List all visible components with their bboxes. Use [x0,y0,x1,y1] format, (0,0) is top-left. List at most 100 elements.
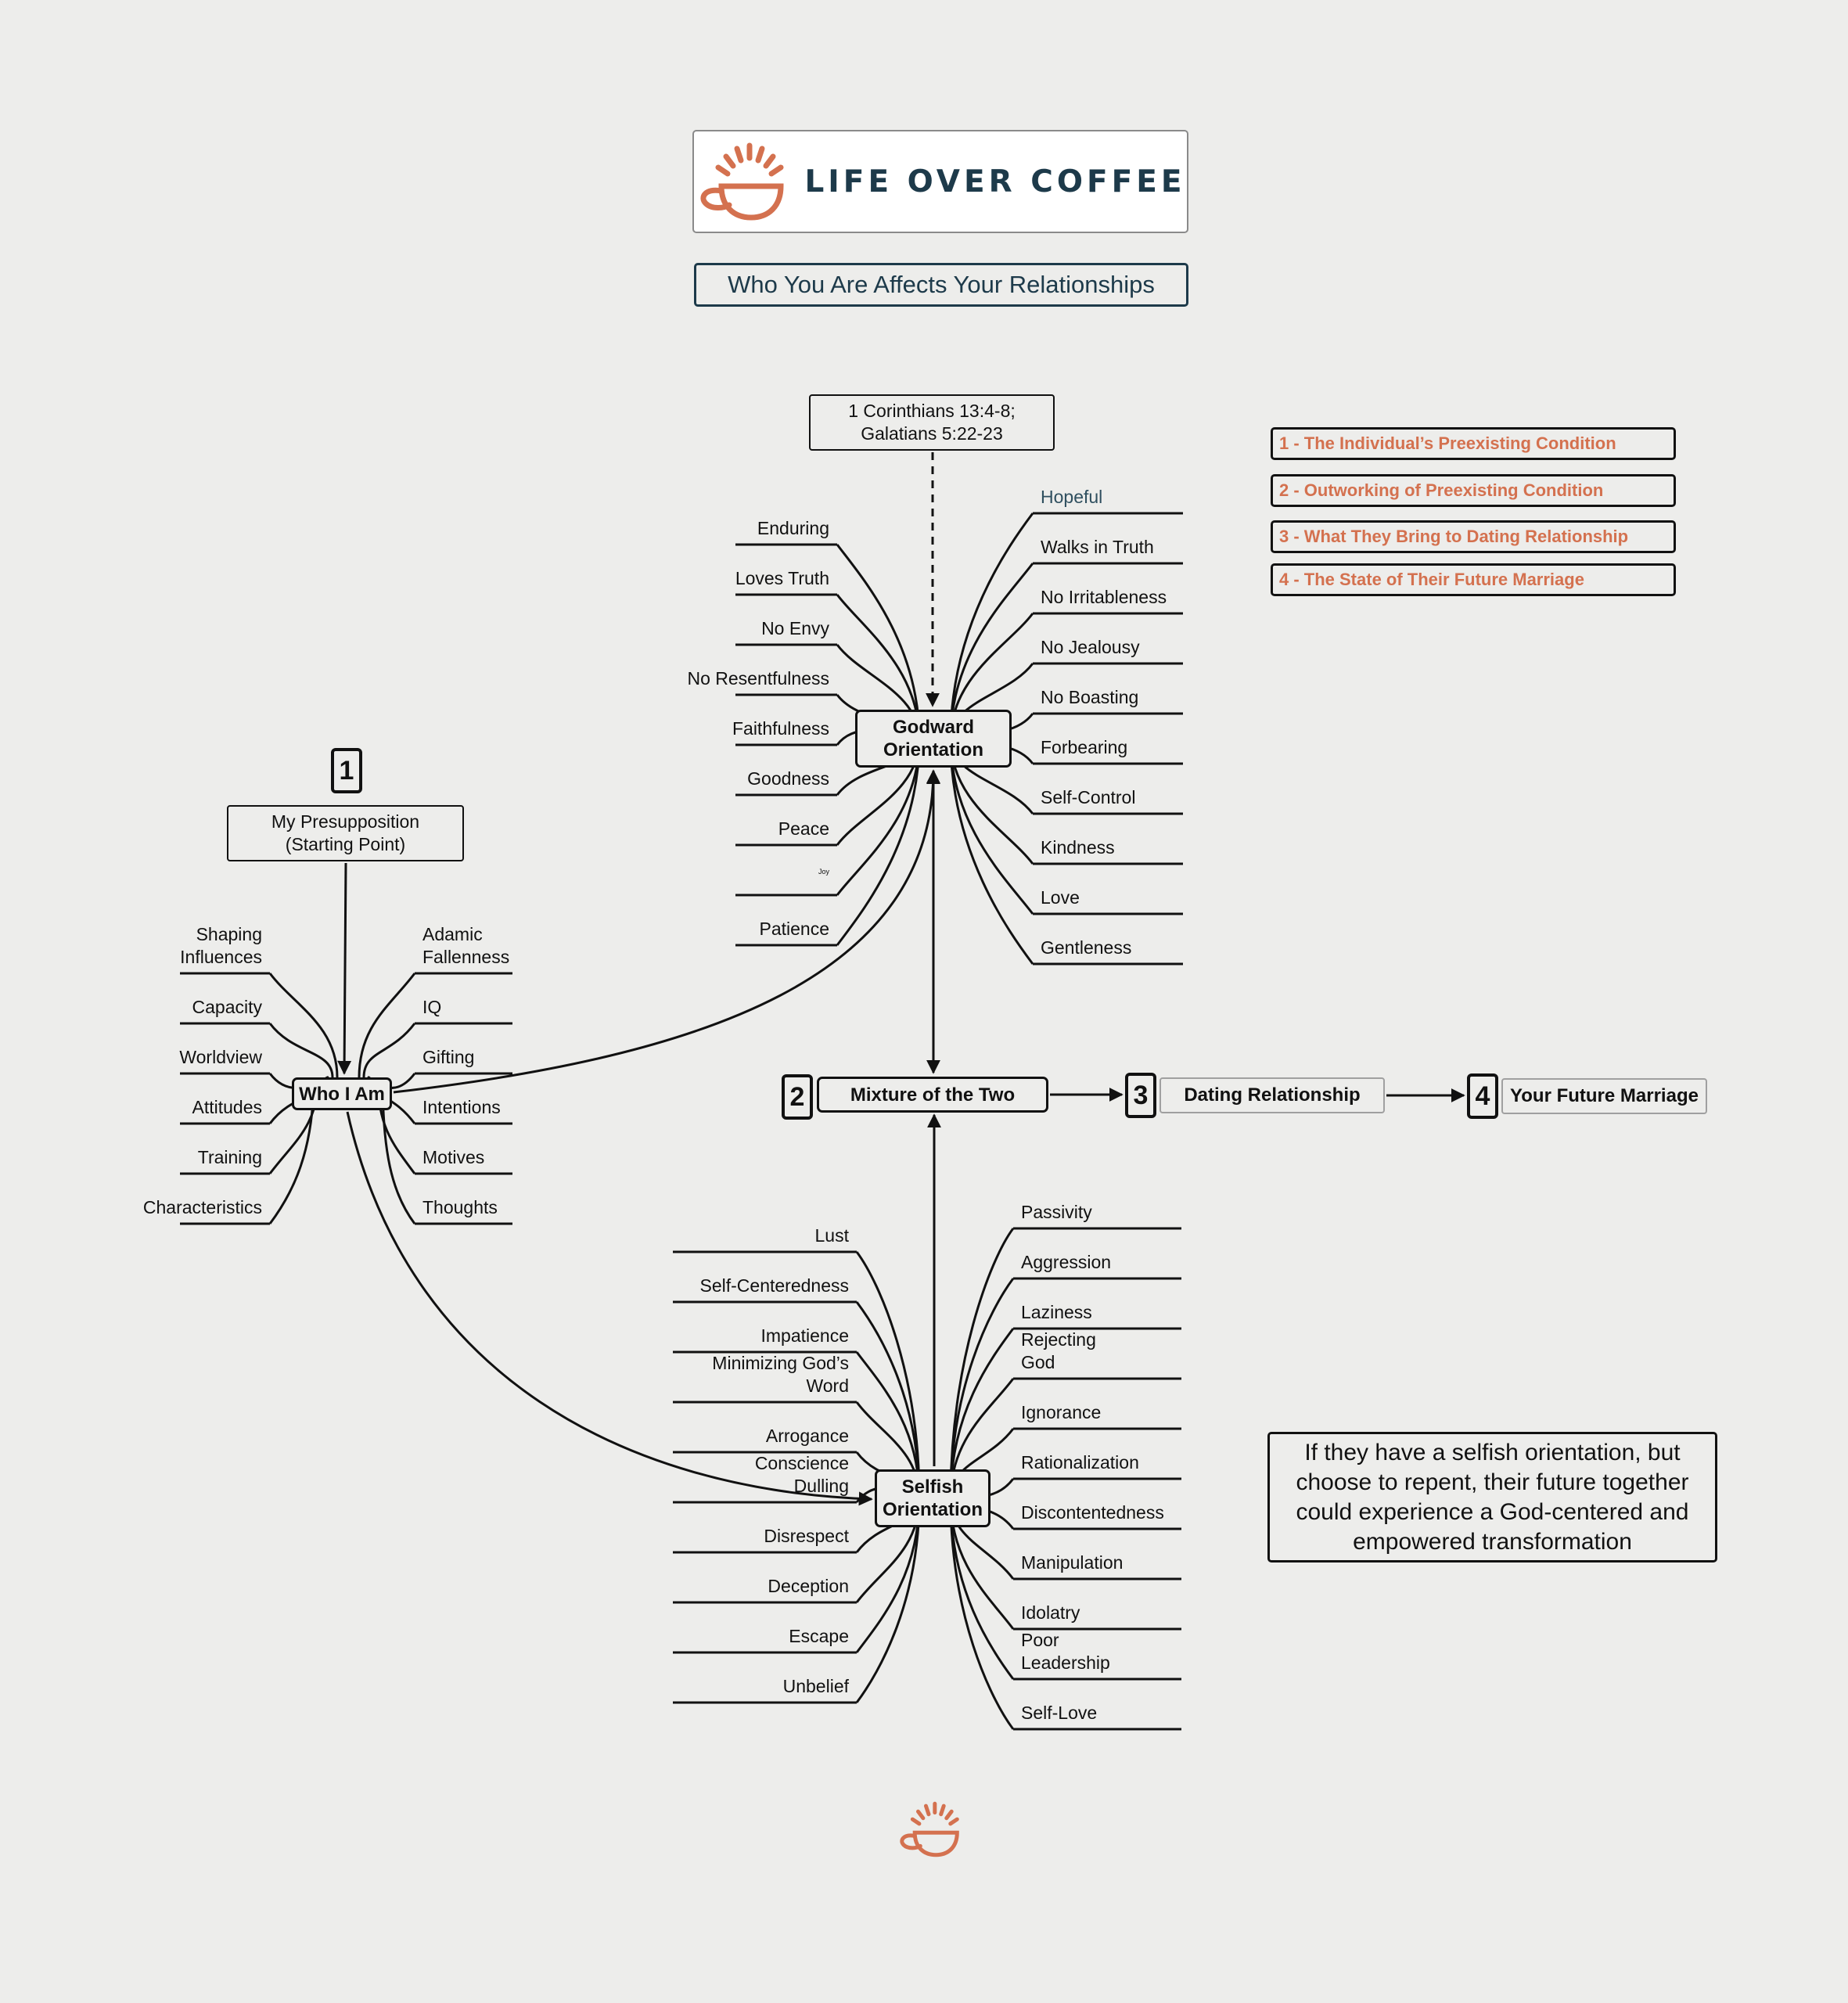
scripture-line-2: Galatians 5:22-23 [861,423,1003,444]
who-i-am-right-label-gifting: Gifting [422,1047,475,1067]
legend-item-4: 4 - The State of Their Future Marriage [1271,563,1676,596]
selfish-right-label-poor-leadership: Poor Leadership [1021,1630,1110,1673]
selfish-left-label-unbelief: Unbelief [782,1676,849,1696]
godward-line-2: Orientation [883,739,983,761]
godward-right-label-love: Love [1041,887,1080,908]
godward-left-label-no-envy: No Envy [761,618,829,638]
selfish-right-label-aggression: Aggression [1021,1252,1112,1272]
godward-right-branch-line [949,563,1034,740]
godward-left-label-patience: Patience [759,919,829,939]
who-i-am-left-label-attitudes: Attitudes [192,1097,263,1117]
selfish-left-branch-line [855,1498,921,1703]
godward-left-label-goodness: Goodness [747,768,829,789]
who-i-am-left-branch-line [268,1023,334,1078]
selfish-left-label-conscience-dulling: Conscience Dulling [754,1453,849,1496]
godward-left-branch-line [836,544,921,740]
who-i-am-right-label-iq: IQ [422,997,442,1017]
godward-right-label-no-jealousy: No Jealousy [1041,637,1140,657]
selfish-left-branch-line [855,1301,921,1499]
who-i-am-left-label-shaping-influences: Shaping Influences [180,924,262,967]
selfish-left-label-disrespect: Disrespect [764,1526,849,1546]
dating-relationship-node: Dating Relationship [1159,1077,1385,1113]
who-i-am-right-label-thoughts: Thoughts [422,1197,498,1217]
selfish-left-label-arrogance: Arrogance [765,1426,849,1446]
godward-right-label-walks-in-truth: Walks in Truth [1041,537,1154,557]
selfish-right-label-discontentedness: Discontentedness [1021,1502,1164,1523]
selfish-orientation-node: Selfish Orientation [875,1469,991,1527]
who-i-am-to-selfish-connector [346,1111,873,1506]
godward-left-label-faithfulness: Faithfulness [732,718,829,739]
selfish-right-label-laziness: Laziness [1021,1302,1092,1322]
step-number-4: 4 [1467,1073,1498,1119]
selfish-right-label-self-love: Self-Love [1021,1703,1098,1723]
godward-right-label-kindness: Kindness [1041,837,1115,858]
selfish-right-label-manipulation: Manipulation [1021,1552,1124,1573]
presupposition-line-1: My Presupposition [271,811,420,832]
who-i-am-node: Who I Am [292,1077,392,1110]
selfish-right-label-passivity: Passivity [1021,1202,1092,1222]
step-number-2: 2 [782,1074,813,1120]
who-i-am-left-label-training: Training [197,1147,262,1167]
godward-right-branch-line [949,512,1034,740]
godward-right-label-self-control: Self-Control [1041,787,1136,807]
presupposition-box: My Presupposition (Starting Point) [227,805,464,861]
selfish-left-label-escape: Escape [789,1626,849,1646]
selfish-right-branch-line [949,1328,1015,1499]
diagram-title: Who You Are Affects Your Relationships [694,263,1188,307]
who-i-am-right-label-motives: Motives [422,1147,485,1167]
selfish-right-label-ignorance: Ignorance [1021,1402,1102,1422]
who-i-am-left-label-characteristics: Characteristics [142,1197,262,1217]
selfish-right-branch-line [949,1498,1015,1730]
selfish-line-1: Selfish [901,1476,964,1498]
selfish-right-branch-line [949,1228,1015,1499]
selfish-left-label-self-centeredness: Self-Centeredness [699,1275,850,1296]
godward-left-label-peace: Peace [778,818,829,839]
future-marriage-node: Your Future Marriage [1501,1078,1707,1114]
godward-right-label-no-irritableness: No Irritableness [1041,587,1167,607]
presupposition-to-who-i-am-connector [337,862,352,1075]
who-i-am-left-branch-line [268,973,339,1078]
who-i-am-left-label-capacity: Capacity [192,997,262,1017]
selfish-left-label-lust: Lust [814,1225,849,1246]
godward-left-branch-line [836,739,921,946]
selfish-right-label-idolatry: Idolatry [1021,1602,1080,1623]
godward-left-label-loves-truth: Loves Truth [735,568,829,588]
scripture-line-1: 1 Corinthians 13:4-8; [848,401,1016,421]
selfish-left-label-minimizing-god-s-word: Minimizing God’s Word [712,1353,849,1396]
legend-item-1: 1 - The Individual’s Preexisting Conditi… [1271,427,1676,460]
coffee-cup-sunrise-icon [700,142,784,221]
brand-name: LIFE OVER COFFEE [804,164,1186,200]
who-i-am-right-branch-line [362,1023,416,1078]
step-number-3: 3 [1125,1073,1156,1118]
godward-right-label-no-boasting: No Boasting [1041,687,1139,707]
selfish-right-label-rejecting-god: Rejecting God [1021,1329,1096,1372]
godward-orientation-node: Godward Orientation [855,710,1012,768]
godward-right-label-forbearing: Forbearing [1041,737,1128,757]
legend-item-2: 2 - Outworking of Preexisting Condition [1271,474,1676,507]
who-i-am-right-label-adamic-fallenness: Adamic Fallenness [422,924,510,967]
presupposition-line-2: (Starting Point) [285,834,406,854]
selfish-line-2: Orientation [882,1499,983,1520]
brand-header: LIFE OVER COFFEE [692,130,1188,233]
who-i-am-left-label-worldview: Worldview [179,1047,262,1067]
step-number-1: 1 [331,748,362,793]
who-i-am-right-label-intentions: Intentions [422,1097,501,1117]
godward-right-branch-line [949,739,1034,965]
mixture-node: Mixture of the Two [817,1077,1048,1113]
scripture-reference: 1 Corinthians 13:4-8; Galatians 5:22-23 [809,394,1055,451]
godward-left-label-no-resentfulness: No Resentfulness [687,668,829,689]
godward-right-label-gentleness: Gentleness [1041,937,1132,958]
legend-item-3: 3 - What They Bring to Dating Relationsh… [1271,520,1676,553]
godward-right-label-hopeful: Hopeful [1041,487,1103,507]
godward-line-1: Godward [892,717,974,738]
selfish-left-label-deception: Deception [768,1576,849,1596]
selfish-left-label-impatience: Impatience [760,1325,849,1346]
who-i-am-to-godward-connector [393,769,940,1094]
who-i-am-right-branch-line [358,973,416,1078]
repentance-note: If they have a selfish orientation, but … [1267,1432,1717,1562]
selfish-right-branch-line [949,1278,1015,1499]
godward-left-label-enduring: Enduring [757,518,829,538]
godward-left-label-joy: Joy [818,868,829,876]
selfish-right-label-rationalization: Rationalization [1021,1452,1139,1473]
